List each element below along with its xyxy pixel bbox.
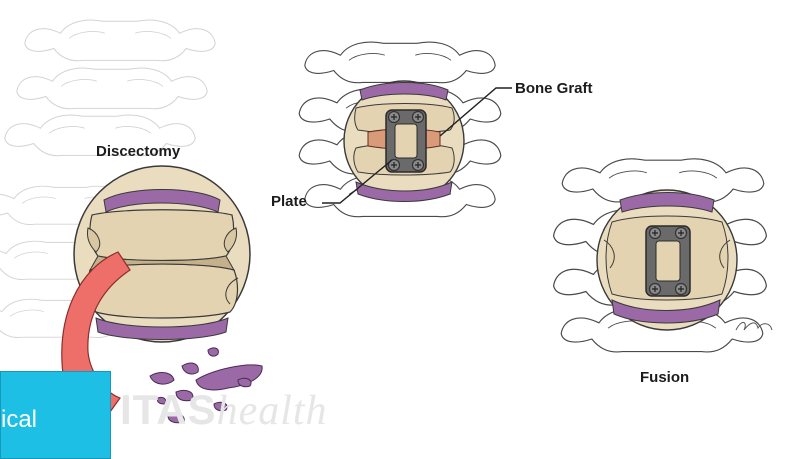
bone-graft-label: Bone Graft [515, 80, 593, 97]
plate-label: Plate [271, 193, 307, 210]
watermark-bold-text: ITAS [120, 386, 217, 433]
fusion-magnifier [597, 190, 737, 330]
graft-magnifier [344, 81, 464, 202]
artist-signature [736, 322, 772, 330]
watermark-light-text: health [217, 388, 328, 434]
corner-tab-text: ical [1, 406, 37, 434]
discectomy-magnifier [74, 166, 250, 342]
corner-tab: ical [0, 371, 111, 459]
fusion-label: Fusion [640, 369, 689, 386]
discectomy-label: Discectomy [96, 143, 180, 160]
veritas-health-watermark: ITAShealth [120, 386, 328, 435]
